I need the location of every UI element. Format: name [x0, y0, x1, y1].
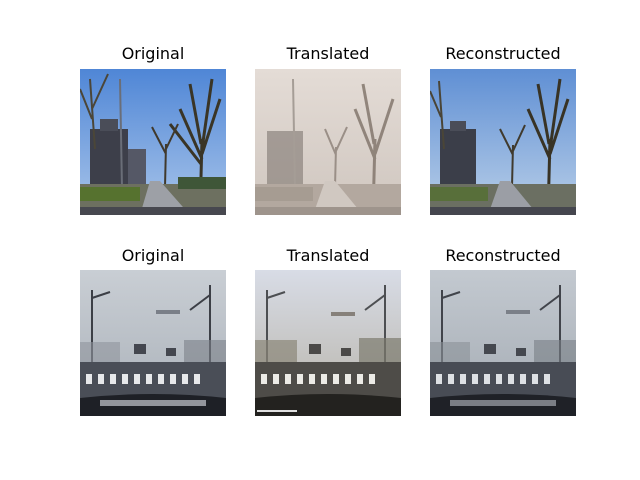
panel-title-original-2: Original [121, 246, 185, 265]
panel-title-translated-2: Translated [286, 246, 370, 265]
image-translated-hazy-road [255, 69, 401, 215]
image-reconstructed-foggy-intersection [430, 270, 576, 416]
panel-title-reconstructed-2: Reconstructed [445, 246, 561, 265]
panel-title-original-1: Original [121, 44, 185, 63]
image-reconstructed-clear-road [430, 69, 576, 215]
panel-title-reconstructed-1: Reconstructed [445, 44, 561, 63]
image-original-clear-road [80, 69, 226, 215]
image-original-foggy-intersection [80, 270, 226, 416]
panel-title-translated-1: Translated [286, 44, 370, 63]
image-translated-foggy-intersection [255, 270, 401, 416]
